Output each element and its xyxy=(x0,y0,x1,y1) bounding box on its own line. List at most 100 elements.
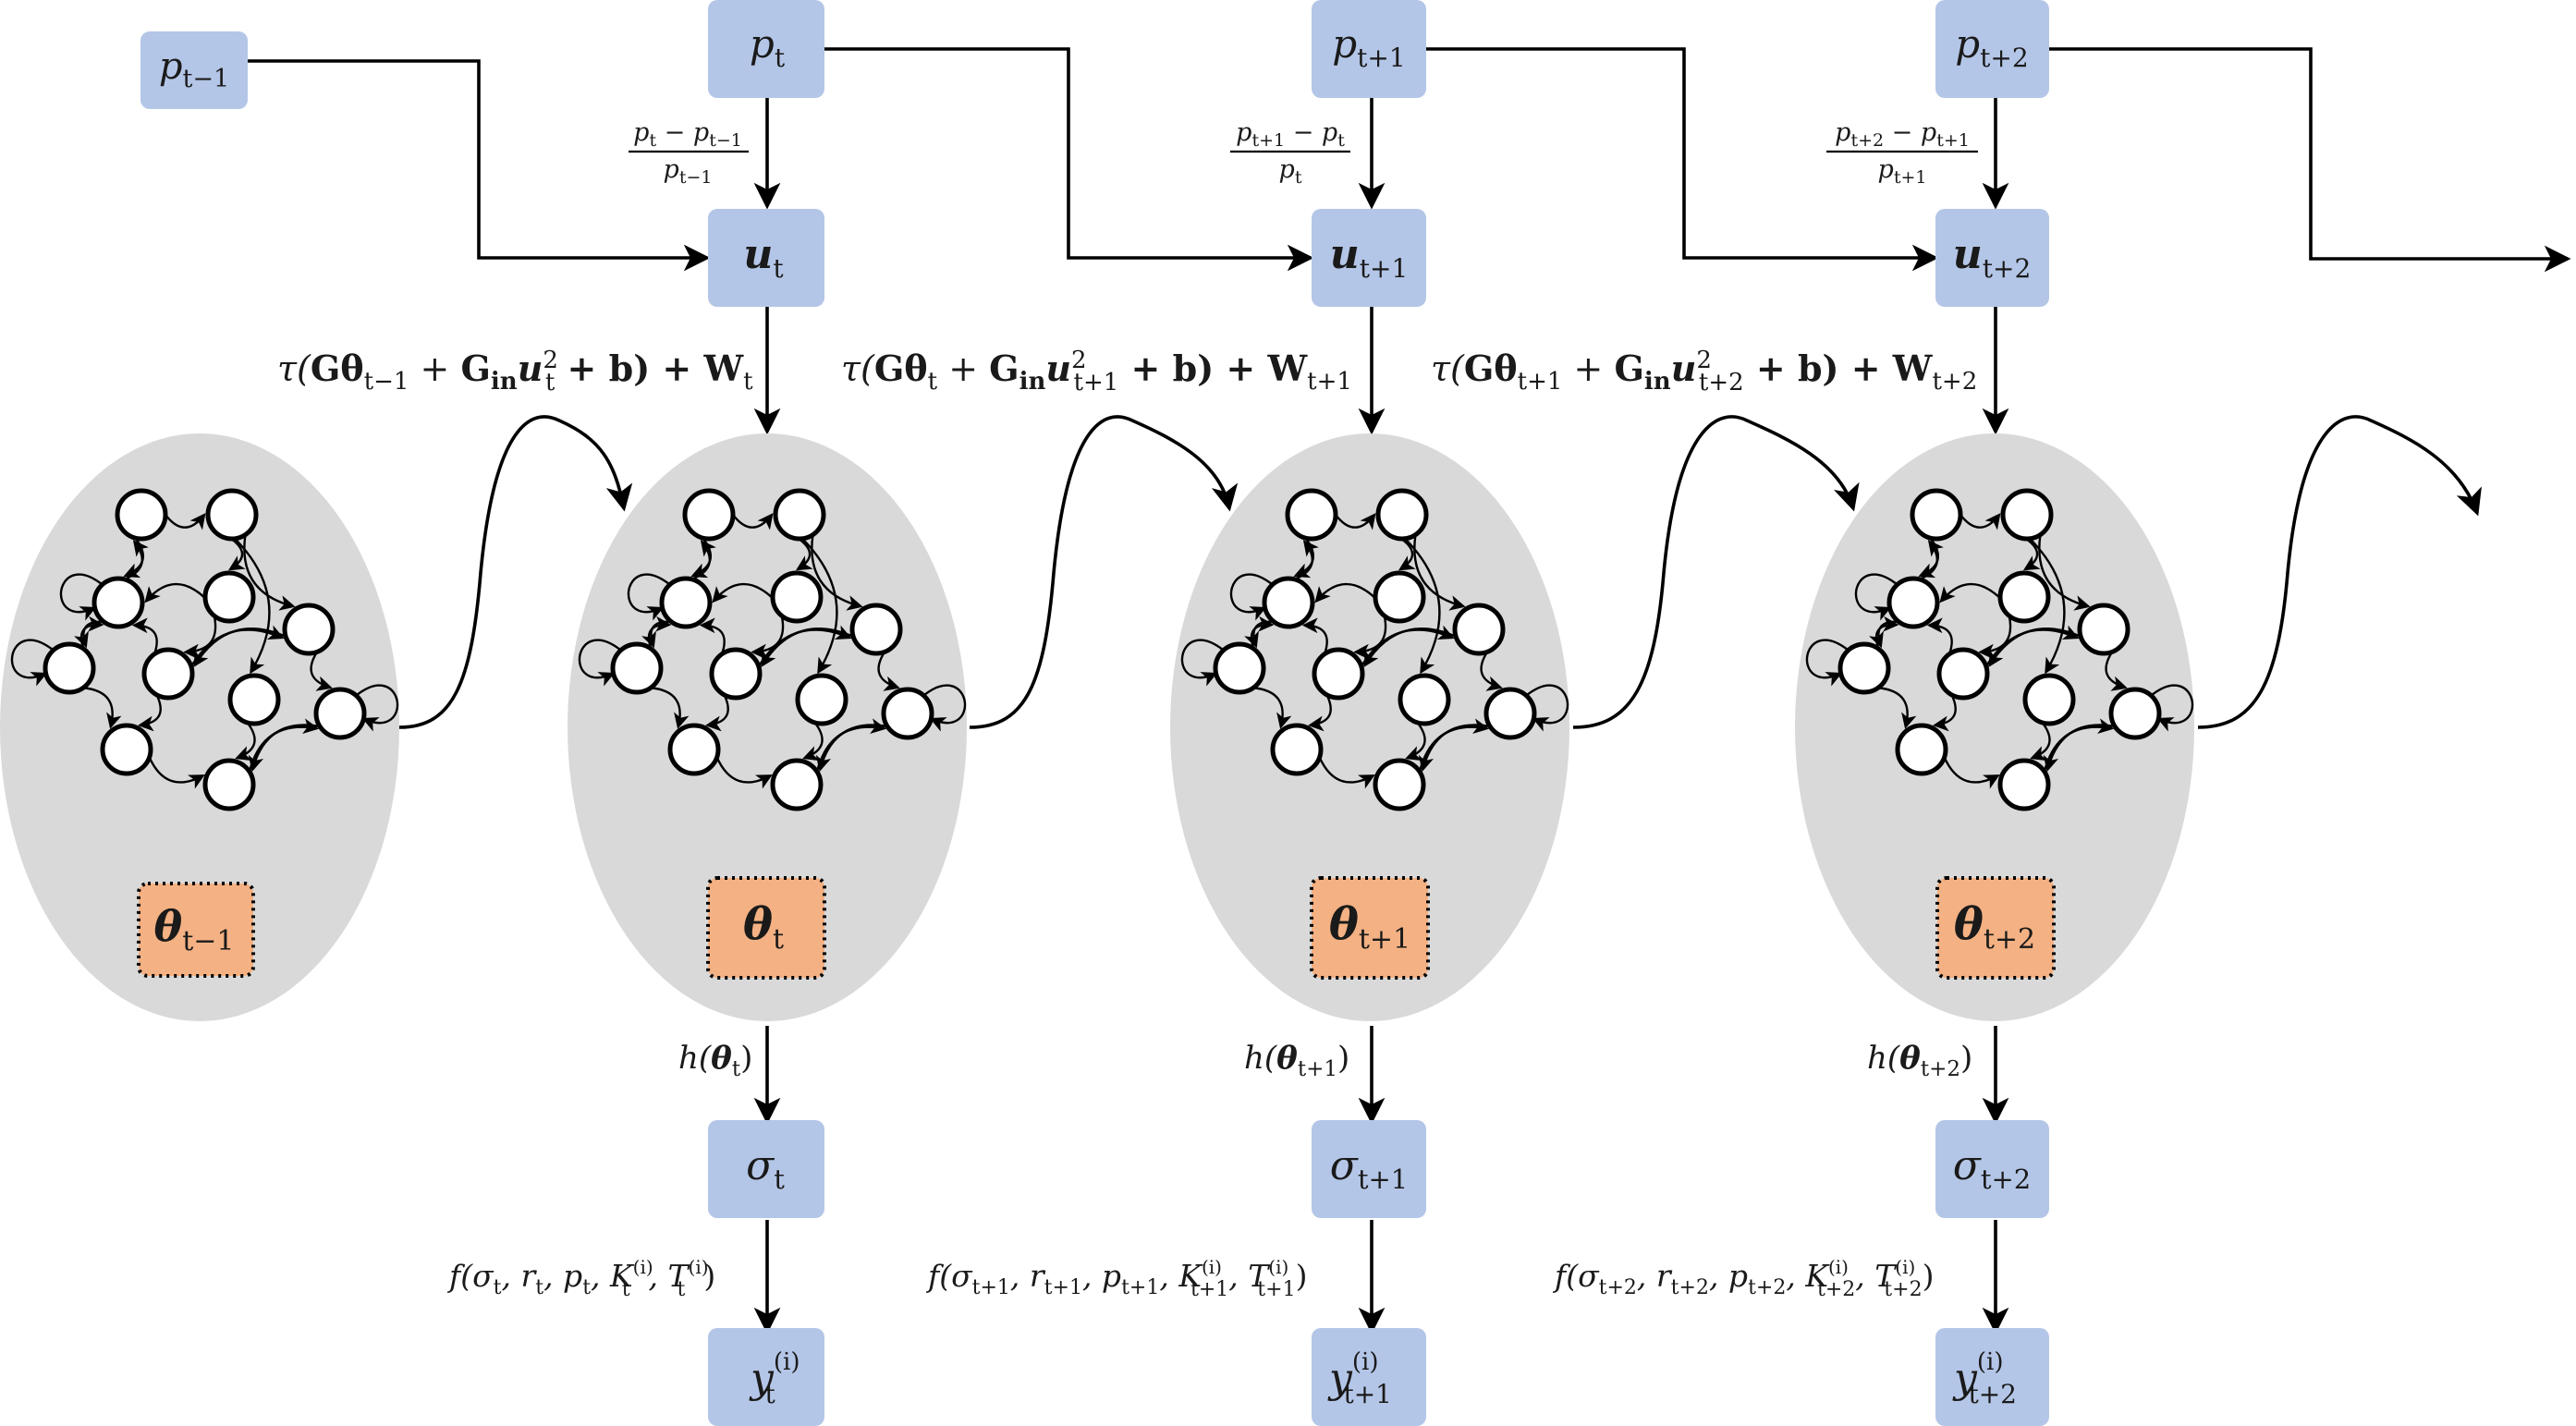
reservoir-self-loop xyxy=(1805,639,1849,687)
reservoir-node xyxy=(1895,723,1948,776)
prev-price-link-3 xyxy=(2048,47,2571,273)
reservoir-node xyxy=(227,673,281,726)
reservoir-node xyxy=(770,570,824,624)
reservoir-node xyxy=(610,641,664,695)
price-label: pt+2 xyxy=(1955,21,2028,73)
reservoir-edge xyxy=(811,534,863,611)
reservoir-edge xyxy=(1398,538,1416,571)
reservoir-edge xyxy=(165,513,206,530)
reservoir-self-loop xyxy=(1229,573,1273,621)
input-label: ut+2 xyxy=(1953,231,2032,284)
recurrent-arrow-0 xyxy=(398,415,633,729)
reservoir-edge xyxy=(1933,694,1957,732)
output-label: y(i)t+1 xyxy=(1327,1348,1392,1409)
payoff-label-1: f(σt+1, rt+1, pt+1, K(i)t+1, T(i)t+1) xyxy=(925,1256,1307,1301)
reservoir-edge xyxy=(712,582,774,603)
reservoir-node xyxy=(1997,758,2051,811)
price-box-bg xyxy=(140,31,248,109)
return-label-0: pt − pt−1 pt−1 xyxy=(629,118,749,188)
reservoir-node xyxy=(1373,570,1426,624)
reservoir-edge xyxy=(2022,538,2041,571)
reservoir-edge xyxy=(1984,625,2080,667)
reservoir-edge xyxy=(757,625,852,667)
reservoir-edge xyxy=(1294,540,1319,580)
reservoir-node xyxy=(202,570,256,624)
sigma-box-2: σt+2 xyxy=(1935,1120,2049,1218)
price-label: pt−1 xyxy=(159,45,229,93)
return-label-1: pt+1 − pt pt xyxy=(1230,118,1350,188)
reservoir-node xyxy=(1213,641,1266,695)
reservoir-node xyxy=(205,488,259,542)
price-label: pt+1 xyxy=(1332,21,1405,73)
return-denominator: pt xyxy=(1279,155,1302,188)
reservoir-edge xyxy=(1413,534,1466,611)
reservoir-node xyxy=(1910,488,1963,542)
reservoir-edge xyxy=(2030,722,2051,762)
reservoir-edge xyxy=(1877,687,1917,729)
reservoir-edge xyxy=(1919,540,1944,580)
reservoir-edge xyxy=(138,694,162,732)
state-box-0: θt−1 xyxy=(137,882,255,978)
output-label: y(i)t xyxy=(749,1348,800,1409)
reservoir-node xyxy=(2077,603,2130,656)
reservoir-edge xyxy=(1318,756,1375,789)
reservoir-edge xyxy=(705,694,729,732)
reservoir-node xyxy=(667,723,721,776)
price-box-bg xyxy=(1312,0,1426,98)
prev-price-link-0 xyxy=(248,59,711,272)
reservoir-node xyxy=(881,687,934,740)
sigma-box-1: σt+1 xyxy=(1312,1120,1426,1218)
state-box-bg xyxy=(1310,876,1430,980)
reservoir-node xyxy=(1452,603,1506,656)
reservoir-node xyxy=(1285,488,1338,542)
sigma-box-bg xyxy=(1935,1120,2049,1218)
reservoir-node xyxy=(682,488,736,542)
reservoir-edge xyxy=(248,724,321,773)
reservoir-edge xyxy=(1360,625,1455,667)
input-box-bg xyxy=(708,209,824,307)
reservoir-node xyxy=(2000,488,2054,542)
reservoir-edge xyxy=(148,756,205,789)
reservoir-edge xyxy=(2043,724,2116,773)
reservoir-node xyxy=(92,576,145,629)
price-box-bg xyxy=(1935,0,2049,98)
reservoir-edge xyxy=(1418,724,1491,773)
price-box-3: pt+2 xyxy=(1935,0,2049,98)
output-box-2: y(i)t+2 xyxy=(1935,1328,2049,1426)
reservoir-node xyxy=(100,723,153,776)
reservoir-edge xyxy=(647,615,672,650)
reservoir-self-loop xyxy=(923,684,967,732)
connectors xyxy=(248,47,2571,1335)
reservoir-edge xyxy=(144,582,206,603)
reservoir-edge xyxy=(1301,617,1328,655)
input-box-2: ut+2 xyxy=(1935,209,2049,307)
payoff-label-2: f(σt+2, rt+2, pt+2, K(i)t+2, T(i)t+2) xyxy=(1552,1256,1934,1301)
input-box-bg xyxy=(1312,209,1426,307)
readout-label-1: h(θt+1) xyxy=(1244,1040,1349,1081)
reservoir-node xyxy=(1398,673,1451,726)
reservoir-edge xyxy=(1943,756,2000,789)
reservoir-node xyxy=(1997,570,2051,624)
reservoir-self-loop xyxy=(356,684,399,732)
reservoir-1 xyxy=(568,433,967,1021)
reservoir-edge xyxy=(1308,694,1332,732)
reservoir-edge xyxy=(131,617,158,655)
reservoir-edge xyxy=(82,687,122,729)
state-box-1: θt xyxy=(706,876,826,980)
reservoir-edge xyxy=(1405,722,1426,762)
reservoir-node xyxy=(1936,647,1990,701)
reservoir-edge xyxy=(1874,615,1899,650)
reservoir-edge xyxy=(1250,615,1275,650)
sigma-box-bg xyxy=(1312,1120,1426,1218)
reservoir-edge xyxy=(2105,651,2128,691)
reservoir-node xyxy=(770,758,824,811)
recurrent-arrow-1 xyxy=(969,415,1239,729)
price-box-2: pt+1 xyxy=(1312,0,1426,98)
return-numerator: pt+2 − pt+1 xyxy=(1835,118,1970,151)
sigma-label: σt+1 xyxy=(1330,1142,1408,1195)
